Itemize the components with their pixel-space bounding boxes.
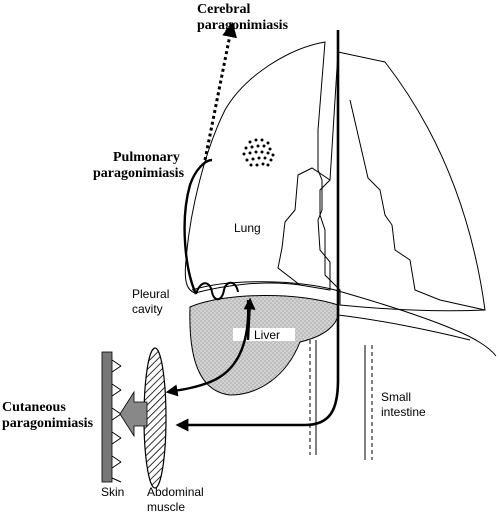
migration-path-liver-to-muscle (165, 299, 250, 397)
pulmonary-label-line1: Pulmonary (113, 150, 180, 165)
skin-hair-marks (111, 359, 122, 483)
cerebral-label-line2: paragonimiasis (197, 18, 289, 33)
lung-label: Lung (234, 221, 261, 235)
cerebral-label-line1: Cerebral (197, 2, 250, 17)
abdominal-muscle-label-line1: Abdominal (147, 485, 204, 499)
cutaneous-label-line2: paragonimiasis (2, 416, 94, 431)
migration-path-to-lung (183, 158, 213, 295)
left-lung-outline (184, 41, 331, 294)
cutaneous-label-line1: Cutaneous (2, 400, 66, 415)
small-intestine-label-line1: Small (381, 390, 411, 404)
lung-lesion (242, 136, 274, 168)
lung-lesion-dots (242, 138, 275, 167)
cerebral-dotted-arrow (203, 22, 238, 161)
pleural-cavity-label-line2: cavity (132, 302, 163, 316)
skin-layer (101, 351, 113, 483)
right-lung-lobe-line (349, 99, 486, 311)
small-intestine-label-line2: intestine (381, 405, 426, 419)
liver-label: Liver (254, 328, 280, 342)
migration-path-intestine (175, 30, 340, 432)
pulmonary-label-line2: paragonimiasis (93, 166, 185, 181)
abdominal-muscle-label-line2: muscle (147, 500, 185, 514)
skin-label: Skin (101, 485, 124, 499)
pleural-worm-line (195, 281, 239, 301)
right-lung-outline (319, 51, 486, 312)
abdominal-wall-line (337, 314, 471, 341)
left-lung-lobe-line (277, 167, 331, 286)
diaphragm-line (191, 281, 497, 357)
migration-path-to-pleura (243, 297, 256, 341)
cutaneous-block-arrow (119, 390, 148, 438)
pleural-cavity-label-line1: Pleural (132, 287, 169, 301)
